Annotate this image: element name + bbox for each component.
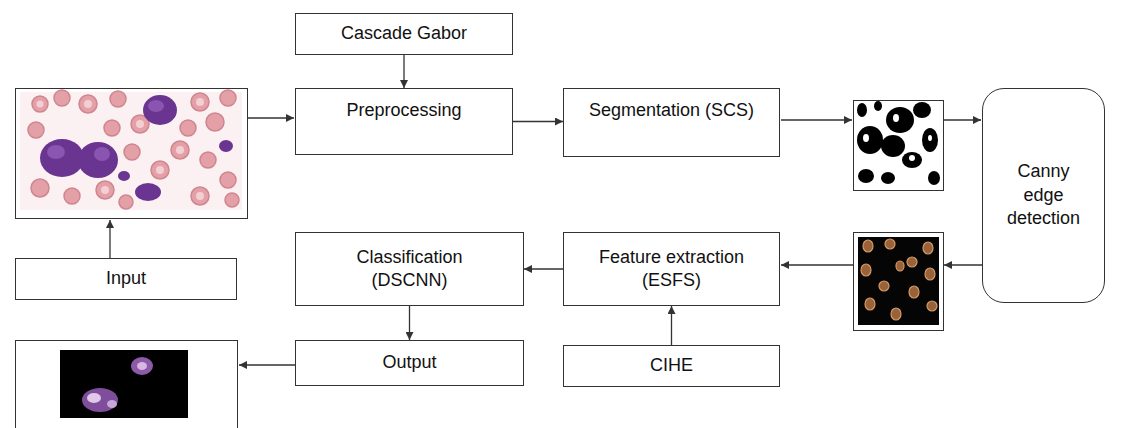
process-box: Output bbox=[295, 340, 524, 386]
flow-arrow bbox=[671, 306, 672, 345]
process-box: Cascade Gabor bbox=[295, 13, 513, 55]
arrow-line bbox=[944, 264, 982, 265]
node-label: CIHE bbox=[650, 354, 693, 377]
process-box: Input bbox=[15, 258, 237, 300]
node-label: Cascade Gabor bbox=[341, 22, 467, 45]
process-box: Feature extraction (ESFS) bbox=[563, 232, 780, 306]
arrow-line bbox=[781, 119, 852, 120]
flow-arrow bbox=[513, 121, 563, 122]
flow-arrow bbox=[403, 55, 404, 88]
edge-image bbox=[854, 233, 944, 331]
terminal-box: Canny edge detection bbox=[982, 88, 1105, 303]
node-label: Preprocessing bbox=[346, 99, 461, 122]
segmentation-mask-image bbox=[854, 101, 944, 191]
process-box: Preprocessing bbox=[295, 88, 513, 155]
blood-smear-image bbox=[16, 89, 248, 219]
node-label: Classification (DSCNN) bbox=[335, 246, 485, 293]
flow-arrow bbox=[524, 268, 563, 269]
node-label: Input bbox=[106, 267, 146, 290]
arrow-line bbox=[248, 117, 294, 118]
node-label: Canny edge detection bbox=[998, 160, 1090, 230]
process-box: CIHE bbox=[563, 345, 780, 387]
arrow-line bbox=[944, 119, 981, 120]
arrow-line bbox=[109, 220, 110, 258]
picture-arrows bbox=[110, 118, 982, 365]
arrow-line bbox=[781, 264, 853, 265]
arrow-line bbox=[239, 364, 295, 365]
node-label: Feature extraction (ESFS) bbox=[587, 246, 757, 293]
process-box: Classification (DSCNN) bbox=[295, 232, 524, 306]
node-label: Segmentation (SCS) bbox=[589, 99, 754, 122]
flow-arrow bbox=[409, 306, 410, 340]
node-label: Output bbox=[382, 351, 436, 374]
process-box: Segmentation (SCS) bbox=[563, 88, 780, 157]
output-image bbox=[16, 341, 238, 428]
